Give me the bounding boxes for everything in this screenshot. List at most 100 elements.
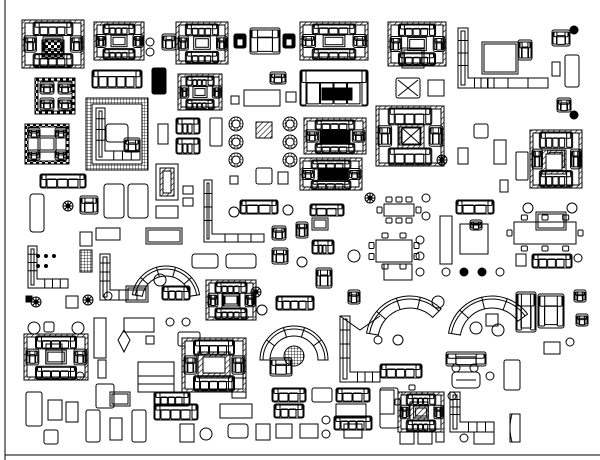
outline-rect — [103, 24, 110, 35]
outline-rect — [321, 146, 331, 154]
outline-rect — [57, 81, 73, 95]
outline-rect — [43, 429, 59, 445]
outline-rect — [181, 89, 188, 98]
outline-rect — [380, 132, 389, 145]
outline-rect — [274, 404, 281, 418]
outline-rect — [281, 227, 286, 239]
outline-rect — [401, 406, 408, 412]
outline-rect — [98, 75, 108, 88]
outline-rect — [316, 120, 354, 125]
outline-rect — [333, 415, 373, 431]
outline-rect — [405, 217, 413, 224]
living-set-armchair-right — [428, 125, 444, 147]
outline-rect — [227, 423, 249, 439]
outline-rect — [71, 37, 82, 44]
armchair-pair-a — [249, 27, 281, 55]
outline-rect — [570, 148, 582, 170]
dark-armchair-a — [233, 33, 247, 49]
outline-rect — [290, 300, 299, 310]
outline-rect — [439, 215, 453, 265]
outline-path — [502, 298, 508, 311]
plant-b — [62, 200, 74, 212]
outline-rect — [399, 24, 435, 30]
outline-rect — [322, 244, 327, 254]
outline-path — [206, 182, 210, 240]
outline-circle — [321, 415, 331, 425]
outline-rect — [288, 392, 299, 402]
outline-rect — [348, 291, 353, 303]
outline-path — [27, 245, 69, 289]
living-set-sofa-top — [35, 335, 77, 350]
outline-rect — [240, 308, 247, 319]
outline-rect — [572, 155, 579, 168]
living-set-armchair-right — [432, 36, 446, 52]
outline-rect — [105, 123, 129, 143]
outline-rect — [269, 71, 287, 85]
outline-rect — [79, 195, 99, 215]
outline-circle — [522, 202, 534, 214]
outline-rect — [109, 417, 123, 441]
outline-rect — [429, 53, 436, 65]
outline-rect — [175, 137, 201, 155]
loveseat-a — [175, 117, 201, 135]
outline-rect — [185, 24, 192, 36]
outline-rect — [28, 354, 37, 364]
outline-rect — [455, 199, 495, 215]
outline-rect — [275, 363, 287, 375]
outline-rect — [48, 26, 57, 36]
outline-rect — [412, 56, 421, 65]
outline-rect — [25, 295, 33, 303]
living-set-armchair-right — [73, 348, 88, 366]
outline-rect — [127, 183, 149, 219]
outline-rect — [352, 392, 363, 402]
living-set-armchair-right — [347, 168, 362, 180]
living-set-sofa-bottom — [184, 50, 220, 64]
outline-rect — [556, 97, 572, 113]
outline-rect — [65, 401, 79, 423]
outline-rect — [81, 197, 97, 204]
outline-rect — [432, 36, 446, 52]
outline-rect — [219, 403, 253, 419]
outline-rect — [455, 356, 477, 366]
outline-rect — [137, 361, 175, 385]
outline-rect — [349, 291, 359, 297]
outline-rect — [67, 83, 72, 93]
living-set-sofa-top — [214, 281, 248, 294]
outline-rect — [354, 133, 363, 142]
outline-rect — [67, 99, 72, 109]
outline-rect — [177, 118, 199, 125]
armchair-rug-a — [39, 81, 55, 95]
outline-rect — [191, 27, 199, 36]
outline-rect — [527, 41, 532, 59]
outline-rect — [36, 366, 43, 379]
outline-rect — [66, 54, 73, 67]
outline-rect — [186, 24, 218, 30]
outline-rect — [571, 150, 575, 168]
outline-rect — [434, 38, 444, 44]
outline-rect — [543, 341, 561, 355]
outline-circle — [447, 391, 457, 401]
outline-rect — [39, 97, 55, 111]
outline-circle — [495, 267, 505, 277]
outline-rect — [27, 126, 67, 162]
outline-rect — [231, 355, 246, 375]
table-row4-a — [311, 217, 329, 231]
outline-rect — [103, 49, 110, 59]
outline-rect — [223, 295, 239, 307]
sofa-row6-a — [161, 285, 191, 301]
outline-rect — [193, 118, 200, 134]
outline-rect — [32, 37, 36, 51]
armchair-row4-a — [79, 195, 99, 215]
outline-path — [262, 328, 326, 361]
outline-rect — [521, 46, 529, 59]
outline-rect — [227, 311, 234, 320]
outline-rect — [121, 51, 128, 60]
outline-rect — [273, 227, 285, 233]
outline-rect — [356, 420, 365, 430]
outline-rect — [577, 150, 581, 168]
outline-rect — [25, 391, 43, 427]
living-set-armchair-right — [244, 292, 256, 308]
outline-rect — [75, 350, 86, 357]
outline-rect — [240, 200, 247, 214]
outline-rect — [32, 21, 74, 36]
